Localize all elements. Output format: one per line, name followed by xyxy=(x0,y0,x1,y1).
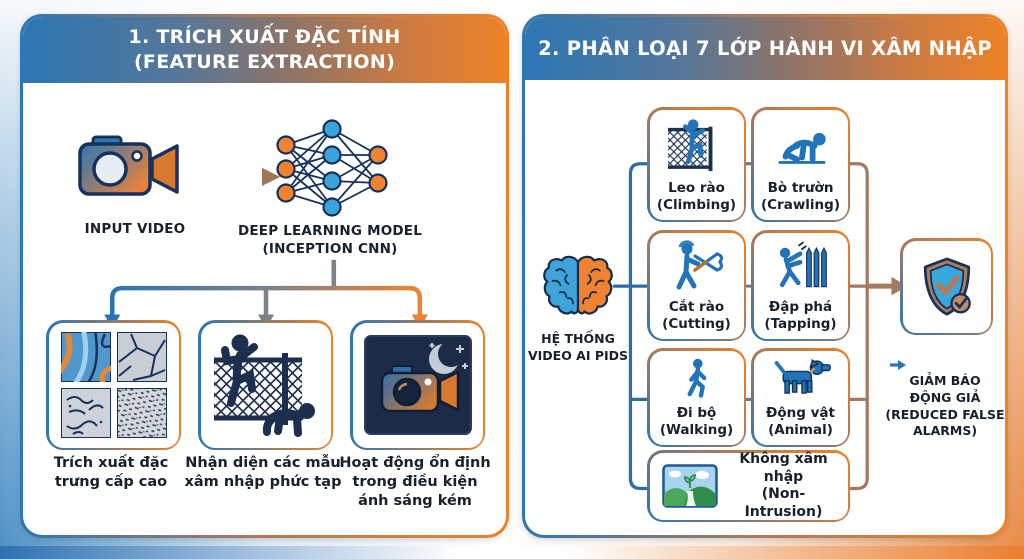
behavior-label: Không xâm nhập (Non-Intrusion) xyxy=(739,451,828,520)
behavior-box-non-intrusion: Không xâm nhập (Non-Intrusion) xyxy=(647,450,850,522)
behavior-box-crawling: Bò trườn (Crawling) xyxy=(751,107,850,222)
behavior-label: Động vật (Animal) xyxy=(766,404,835,438)
result-label-block: GIẢM BÁO ĐỘNG GIẢ (REDUCED FALSE ALARMS) xyxy=(877,339,1005,440)
climbing-icon xyxy=(666,110,728,180)
bottom-gradient-bar xyxy=(0,546,1024,559)
behavior-label: Đập phá (Tapping) xyxy=(764,298,837,332)
texture-noise-tile xyxy=(116,388,167,438)
cutting-icon xyxy=(667,233,727,299)
behavior-box-walking: Đi bộ (Walking) xyxy=(647,348,746,447)
feature-label-1: Trích xuất đặc trưng cấp cao xyxy=(53,455,169,490)
left-panel-title: 1. TRÍCH XUẤT ĐẶC TÍNH (FEATURE EXTRACTI… xyxy=(23,17,506,83)
feature-extraction-panel: 1. TRÍCH XUẤT ĐẶC TÍNH (FEATURE EXTRACTI… xyxy=(20,14,509,538)
texture-grid-icon xyxy=(60,332,167,438)
behavior-label: Cắt rào (Cutting) xyxy=(662,298,731,332)
feature-label-2: Nhận diện các mẫu xâm nhập phức tạp xyxy=(184,455,342,490)
tapping-icon xyxy=(771,233,831,299)
small-arrow-icon xyxy=(889,342,907,376)
behavior-label: Đi bộ (Walking) xyxy=(659,404,734,438)
intrusion-scene-icon xyxy=(213,334,315,437)
feature-box-textures xyxy=(46,320,181,450)
classification-panel: 2. PHÂN LOẠI 7 LỚP HÀNH VI XÂM NHẬP xyxy=(522,14,1008,538)
system-label: HỆ THỐNG VIDEO AI PIDS xyxy=(527,331,629,363)
feature-label-3: Hoạt động ổn định trong điều kiện ánh sá… xyxy=(339,455,491,509)
right-panel-title: 2. PHÂN LOẠI 7 LỚP HÀNH VI XÂM NHẬP xyxy=(525,17,1005,80)
behavior-box-cutting: Cắt rào (Cutting) xyxy=(647,230,746,341)
behavior-box-tapping: Đập phá (Tapping) xyxy=(751,230,850,341)
crawling-icon xyxy=(771,110,831,180)
behavior-label: Bò trườn (Crawling) xyxy=(760,179,841,213)
video-camera-icon xyxy=(75,135,185,205)
texture-squiggle-tile xyxy=(60,388,111,438)
texture-swirl-tile xyxy=(60,332,111,382)
behavior-label: Leo rào (Climbing) xyxy=(656,179,737,213)
feature-box-intrusion xyxy=(198,320,333,450)
behavior-box-climbing: Leo rào (Climbing) xyxy=(647,107,746,222)
walking-icon xyxy=(673,351,721,405)
feature-box-lowlight xyxy=(350,320,485,450)
result-shield-box xyxy=(900,238,993,335)
behavior-box-animal: Động vật (Animal) xyxy=(751,348,850,447)
ai-brain-icon xyxy=(543,247,613,329)
night-camera-icon xyxy=(363,335,472,435)
landscape-icon xyxy=(661,464,718,508)
shield-check-icon xyxy=(918,255,976,319)
deep-learning-model-label: DEEP LEARNING MODEL (INCEPTION CNN) xyxy=(237,223,423,257)
texture-crack-tile xyxy=(116,332,167,382)
neural-network-icon xyxy=(271,115,393,223)
result-label: GIẢM BÁO ĐỘNG GIẢ (REDUCED FALSE ALARMS) xyxy=(885,372,1005,439)
animal-icon xyxy=(770,351,832,405)
input-video-label: INPUT VIDEO xyxy=(84,221,186,237)
